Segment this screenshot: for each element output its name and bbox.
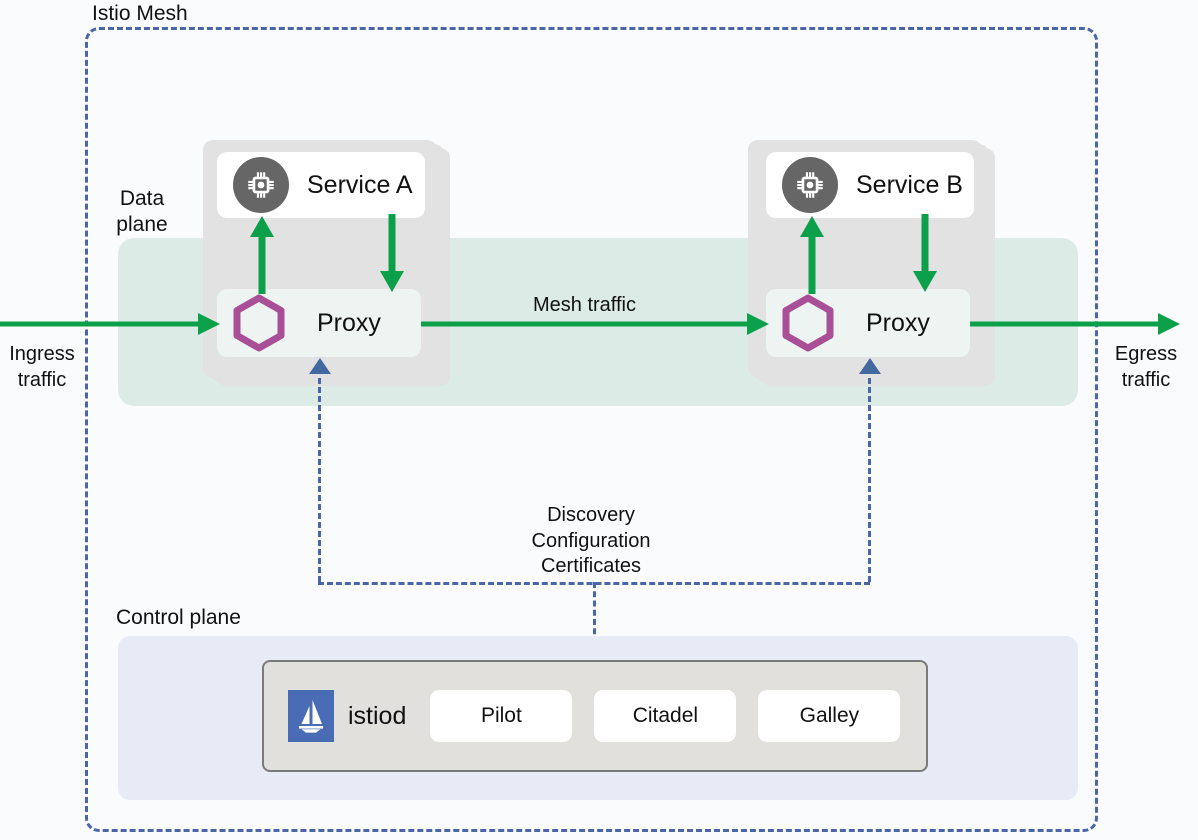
istiod-label: istiod	[348, 701, 407, 730]
hexagon-icon	[231, 294, 287, 352]
config-channel-line2: Configuration	[531, 529, 651, 552]
istio-mesh-boundary	[85, 27, 1098, 832]
mesh-title: Istio Mesh	[86, 2, 194, 26]
mesh-traffic-arrow	[421, 313, 769, 335]
ingress-traffic-label-line1: Ingress	[9, 343, 75, 365]
data-plane-label-line1: Data	[119, 187, 165, 210]
config-arrowhead-proxy-a	[309, 358, 331, 374]
service-b-card[interactable]: Service B	[766, 152, 974, 218]
egress-traffic-label-line2: traffic	[1121, 369, 1171, 391]
proxy-b-card[interactable]: Proxy	[766, 289, 970, 357]
proxy-a-card[interactable]: Proxy	[217, 289, 421, 357]
component-pilot[interactable]: Pilot	[430, 690, 573, 742]
component-citadel[interactable]: Citadel	[594, 690, 737, 742]
config-channel-line1: Discovery	[547, 504, 635, 526]
ingress-traffic-label-line2: traffic	[17, 369, 67, 391]
istiod-container: istiod Pilot Citadel Galley	[262, 660, 928, 772]
config-channel-line3: Certificates	[540, 555, 642, 577]
proxy-a-label: Proxy	[317, 308, 381, 337]
component-galley[interactable]: Galley	[758, 690, 901, 742]
component-galley-label: Galley	[799, 704, 860, 727]
data-plane-label: Data plane	[113, 186, 171, 238]
ingress-traffic-label: Ingress traffic	[6, 341, 78, 393]
service-b-label: Service B	[856, 170, 963, 199]
config-arrowhead-proxy-b	[859, 358, 881, 374]
config-line-istiod	[593, 582, 596, 662]
hexagon-icon	[780, 294, 836, 352]
chip-icon	[233, 157, 289, 213]
proxy-b-to-service-b-arrow	[800, 216, 824, 294]
egress-traffic-label-line1: Egress	[1114, 343, 1178, 365]
component-pilot-label: Pilot	[480, 704, 522, 727]
chip-icon	[782, 157, 838, 213]
istio-sailboat-logo-icon	[288, 690, 334, 742]
control-plane-label: Control plane	[116, 606, 241, 629]
proxy-b-label: Proxy	[866, 308, 930, 337]
ingress-traffic-arrow	[0, 313, 220, 335]
data-plane-label-line2: plane	[116, 213, 168, 236]
service-a-label: Service A	[307, 170, 413, 199]
egress-traffic-label: Egress traffic	[1108, 341, 1184, 393]
config-channel-label: Discovery Configuration Certificates	[463, 503, 719, 580]
component-citadel-label: Citadel	[632, 704, 699, 727]
mesh-traffic-label: Mesh traffic	[533, 294, 636, 316]
service-a-card[interactable]: Service A	[217, 152, 425, 218]
proxy-a-to-service-a-arrow	[250, 216, 274, 294]
egress-traffic-arrow	[970, 313, 1180, 335]
service-b-to-proxy-b-arrow	[913, 214, 937, 292]
config-line-proxy-a	[318, 378, 321, 582]
config-line-proxy-b	[868, 378, 871, 582]
service-a-to-proxy-a-arrow	[380, 214, 404, 292]
